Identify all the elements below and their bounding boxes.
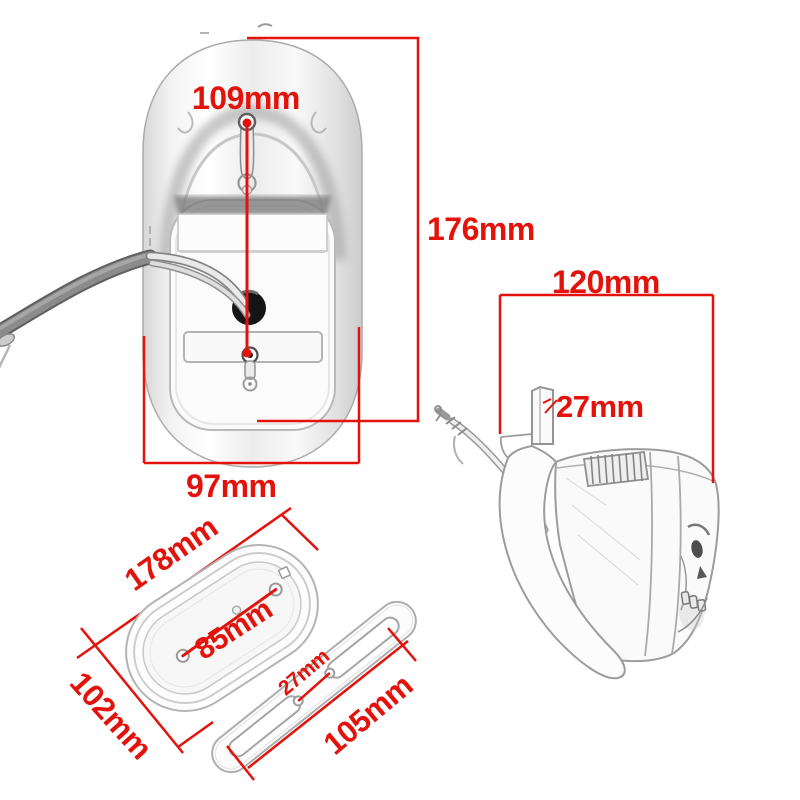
ribbed-latch [582, 451, 650, 487]
mount-tab [531, 385, 554, 445]
back-height-label: 176mm [427, 211, 535, 247]
wiring-harness [0, 249, 251, 369]
back-width-label: 97mm [186, 468, 277, 504]
skull-face [677, 523, 711, 633]
side-depth-label: 120mm [552, 264, 660, 300]
bracket-dimension-lines [226, 627, 417, 781]
back-view-photo [0, 23, 420, 468]
side-view-sketch [434, 293, 720, 680]
mount-bracket-drawing [211, 600, 417, 781]
gasket-drawing [76, 506, 319, 754]
side-view-dimension-lines [498, 293, 715, 483]
back-hole-spacing-label: 109mm [192, 80, 300, 116]
back-view-dimension-lines [142, 36, 420, 465]
side-tab-width-label: 27mm [556, 389, 644, 424]
